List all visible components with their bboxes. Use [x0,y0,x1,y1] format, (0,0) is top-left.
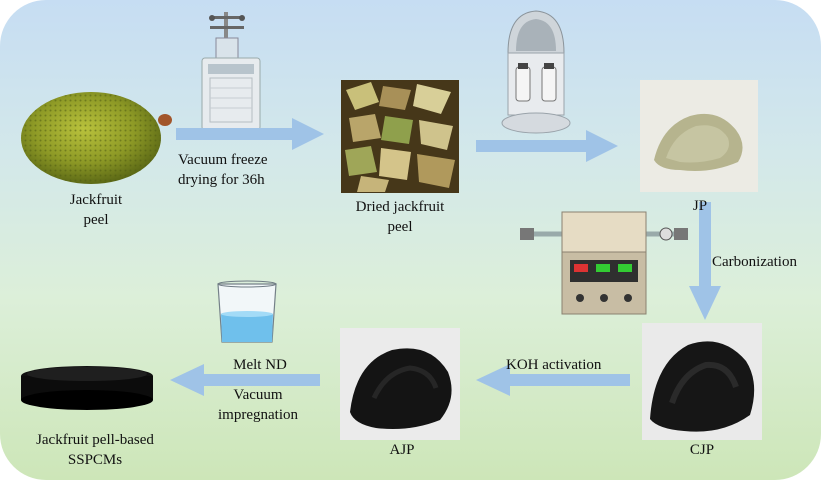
label-jackfruit-peel: Jackfruit peel [46,190,146,230]
label-line: Jackfruit pell-based [36,432,154,448]
label-line: impregnation [218,407,298,423]
beaker-image [217,280,277,343]
label-jp: JP [692,198,708,214]
arrow-grinding [476,130,618,162]
label-line: drying for 36h [178,172,265,188]
label-dried-jackfruit-peel: Dried jackfruit peel [336,197,464,237]
label-line: peel [83,212,109,228]
label-melt-nd: Melt ND [233,357,287,373]
label-vacuum-freeze: Vacuum freeze drying for 36h [178,150,302,190]
tube-furnace-image [520,211,688,315]
label-line: peel [387,219,413,235]
label-line: Vacuum [233,387,283,403]
label-cjp: CJP [689,442,715,458]
label-koh-activation: KOH activation [506,357,602,373]
label-line: SSPCMs [67,452,123,468]
label-carbonization: Carbonization [712,254,797,270]
label-line: Vacuum freeze [178,152,268,168]
label-sspcms: Jackfruit pell-based SSPCMs [20,430,170,470]
cjp-powder-image [642,323,762,440]
arrow-koh-activation [476,364,630,396]
arrow-carbonization [689,202,721,320]
dried-jackfruit-peel-image [341,80,459,193]
label-ajp: AJP [389,442,415,458]
arrow-vacuum-impregnation [170,364,320,396]
jackfruit-image [21,92,172,184]
jp-powder-image [640,80,758,192]
ajp-powder-image [340,328,460,440]
label-line: Jackfruit [69,192,123,208]
ball-mill-image [501,10,571,134]
arrow-freeze-dry [176,118,324,150]
sspcm-disk-image [21,366,153,410]
label-vacuum-impregnation: Vacuum impregnation [198,385,318,425]
freeze-dryer-image [201,12,261,133]
label-line: Dried jackfruit [355,199,445,215]
